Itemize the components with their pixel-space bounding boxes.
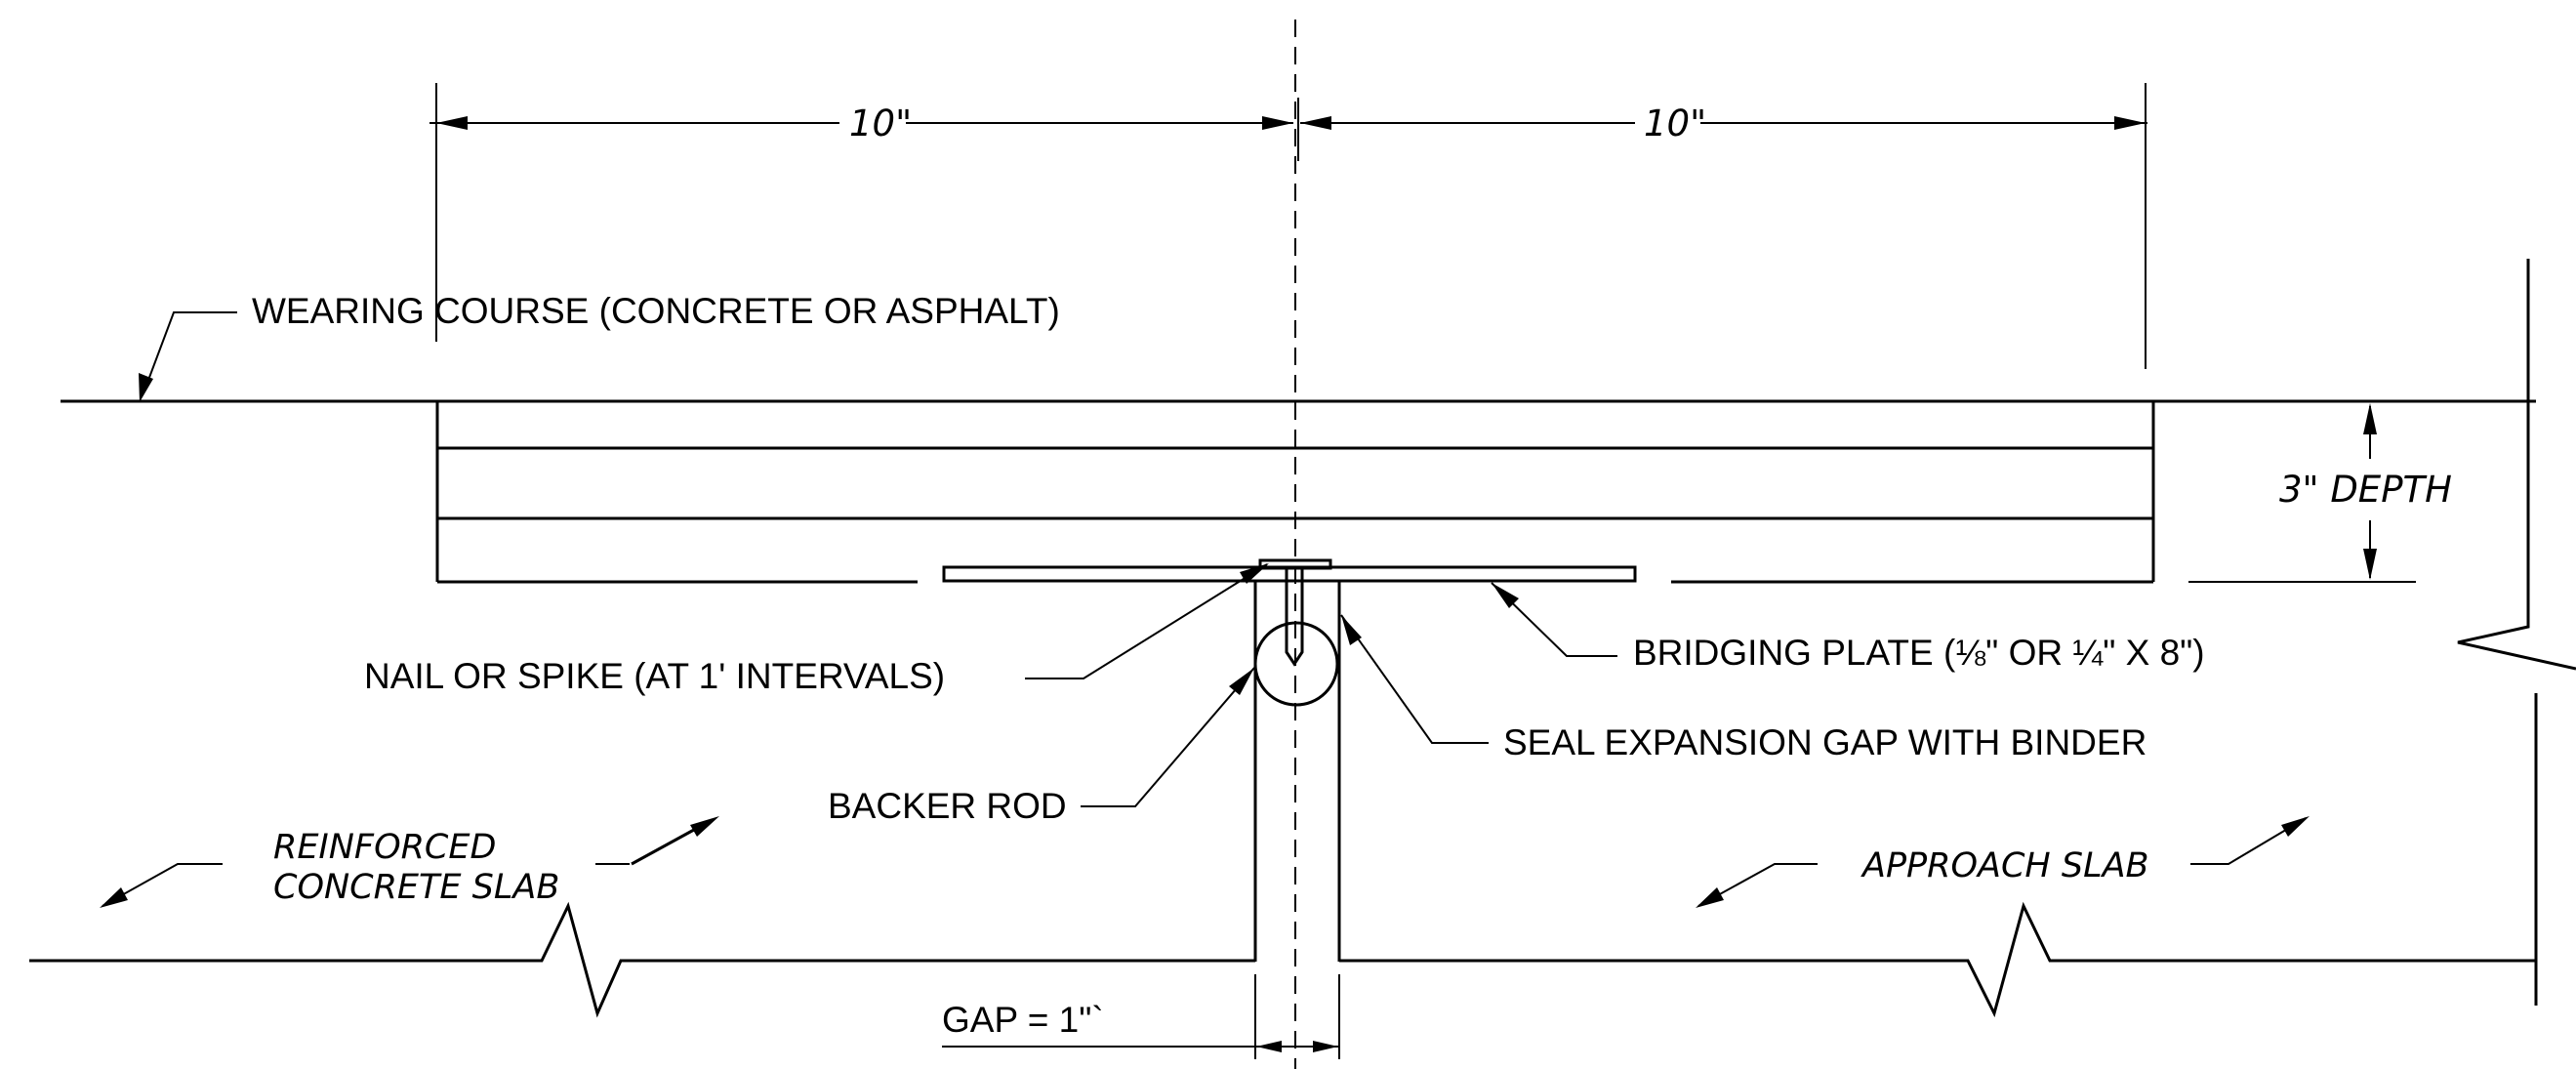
backer-rod [1253,621,1339,707]
dimension-left-10in [429,116,1293,130]
approach-slab-arrow-right [2190,816,2310,865]
wearing-course-layers [435,401,2155,584]
dimension-right-10in [1300,116,2147,130]
reinforced-slab-label-line2: CONCRETE SLAB [273,868,559,907]
dim-left-label: 10" [849,103,912,144]
nail-leader [1025,563,1269,679]
right-break-line [2457,259,2576,671]
seal-leader [1340,614,1489,744]
depth-dimension [2188,403,2416,583]
reinforced-slab-label-line1: REINFORCED [273,828,496,867]
backer-rod-label: BACKER ROD [828,786,1067,826]
gap-dimension [942,974,1340,1059]
wearing-course-label: WEARING COURSE (CONCRETE OR ASPHALT) [252,291,1060,331]
dim-right-label: 10" [1644,103,1706,144]
reinforced-slab-arrow-right [595,816,719,866]
bridging-plate-leader [1491,582,1617,657]
seal-label: SEAL EXPANSION GAP WITH BINDER [1503,722,2147,762]
backer-rod-leader [1081,667,1255,807]
slab-bottom-line-right [1339,901,2536,1018]
nail-label: NAIL OR SPIKE (AT 1' INTERVALS) [364,656,945,696]
approach-slab-label: APPROACH SLAB [1860,846,2149,885]
slab-bottom-line-left [29,901,1255,1018]
wearing-course-leader [139,311,237,402]
gap-label: GAP = 1"` [942,1000,1104,1040]
nail-head [1258,558,1332,570]
reinforced-slab-arrow-left [100,863,223,908]
depth-label: 3" DEPTH [2279,469,2452,511]
bridging-plate-label: BRIDGING PLATE (⅛" OR ¼" X 8") [1633,633,2205,673]
approach-slab-arrow-left [1696,863,1818,908]
